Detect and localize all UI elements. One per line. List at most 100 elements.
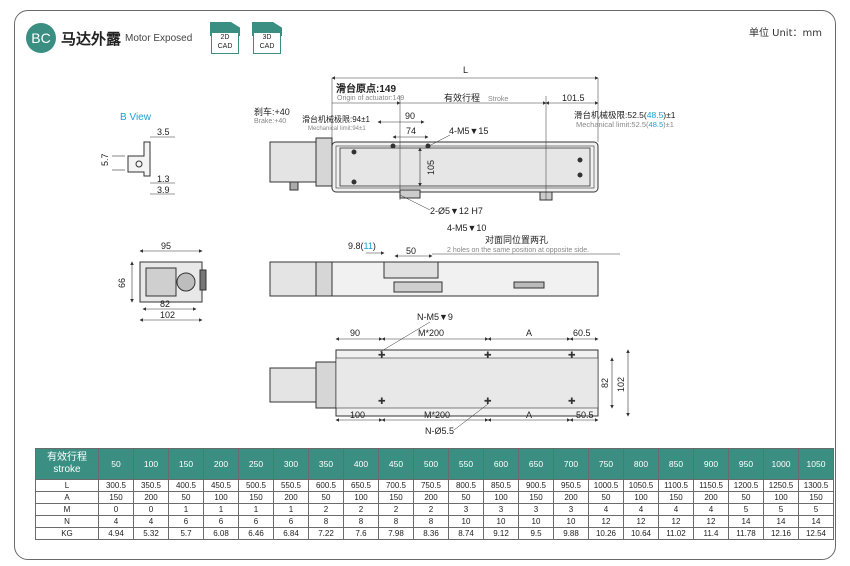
table-cell: 9.88 bbox=[553, 527, 589, 540]
stroke-header-cn: 有效行程 bbox=[47, 452, 87, 463]
table-cell: 10.26 bbox=[588, 527, 624, 540]
dim-L: L bbox=[463, 65, 468, 75]
mech-left-cn: 滑台机械极限:94±1 bbox=[302, 114, 371, 124]
table-cell: 10 bbox=[448, 515, 484, 528]
dim-11: 11 bbox=[364, 241, 373, 251]
table-cell: 4 bbox=[588, 503, 624, 516]
table-cell: 100 bbox=[623, 491, 659, 504]
table-cell: 3 bbox=[483, 503, 519, 516]
table-cell: 450.5 bbox=[203, 479, 239, 492]
table-cell: 4.94 bbox=[98, 527, 134, 540]
dim-101-5: 101.5 bbox=[562, 93, 585, 103]
stroke-cell: 650 bbox=[518, 448, 554, 480]
table-cell: 8.74 bbox=[448, 527, 484, 540]
dim-5-7: 5.7 bbox=[100, 153, 110, 166]
svg-text:✚: ✚ bbox=[484, 397, 492, 407]
page-frame bbox=[14, 10, 836, 560]
table-cell: 1000.5 bbox=[588, 479, 624, 492]
cad-3d-button[interactable]: 3D CAD bbox=[252, 22, 282, 54]
table-cell: 50 bbox=[168, 491, 204, 504]
thread-m5x10: 4-M5▼10 bbox=[447, 223, 486, 233]
table-cell: 12 bbox=[623, 515, 659, 528]
table-cell: 14 bbox=[763, 515, 799, 528]
table-cell: 2 bbox=[308, 503, 344, 516]
table-cell: 300.5 bbox=[98, 479, 134, 492]
table-cell: 12.16 bbox=[763, 527, 799, 540]
table-cell: 200 bbox=[133, 491, 169, 504]
table-cell: 550.5 bbox=[273, 479, 309, 492]
table-cell: 900.5 bbox=[518, 479, 554, 492]
table-cell: 10.64 bbox=[623, 527, 659, 540]
table-cell: 150 bbox=[98, 491, 134, 504]
table-cell: 12 bbox=[693, 515, 729, 528]
cad-3d-bottom: CAD bbox=[259, 43, 275, 50]
table-cell: 2 bbox=[343, 503, 379, 516]
stroke-cell: 850 bbox=[658, 448, 694, 480]
b-view-profile bbox=[112, 136, 175, 195]
table-cell: 150 bbox=[798, 491, 834, 504]
stroke-cell: 450 bbox=[378, 448, 414, 480]
header: BC 马达外露 Motor Exposed bbox=[26, 22, 192, 54]
table-cell: 14 bbox=[798, 515, 834, 528]
table-cell: 150 bbox=[378, 491, 414, 504]
dim-66: 66 bbox=[117, 278, 127, 288]
stroke-en: Stroke bbox=[488, 96, 508, 103]
table-cell: 7.22 bbox=[308, 527, 344, 540]
bottom-dim-m200: M*200 bbox=[424, 410, 450, 420]
table-cell: 600.5 bbox=[308, 479, 344, 492]
stroke-cell: 750 bbox=[588, 448, 624, 480]
stroke-cell: 100 bbox=[133, 448, 169, 480]
table-cell: 5.7 bbox=[168, 527, 204, 540]
stroke-cell: 950 bbox=[728, 448, 764, 480]
thread-m5x15: 4-M5▼15 bbox=[449, 126, 488, 136]
stroke-cell: 300 bbox=[273, 448, 309, 480]
table-cell: 150 bbox=[658, 491, 694, 504]
table-cell: 4 bbox=[133, 515, 169, 528]
mech-right-end: )±1 bbox=[663, 110, 675, 120]
stroke-cell: 250 bbox=[238, 448, 274, 480]
table-cell: 3 bbox=[448, 503, 484, 516]
mech-right-en: Mechanical limit:52.5( bbox=[576, 120, 649, 129]
svg-text:Mechanical limit:52.5(48.5)±1: Mechanical limit:52.5(48.5)±1 bbox=[576, 120, 674, 129]
side-dim-102: 102 bbox=[616, 377, 626, 392]
dim-105: 105 bbox=[426, 160, 436, 175]
table-cell: 50 bbox=[448, 491, 484, 504]
table-cell: 1200.5 bbox=[728, 479, 764, 492]
mech-right-blue: 48.5 bbox=[647, 110, 664, 120]
stroke-cell: 700 bbox=[553, 448, 589, 480]
row-label: L bbox=[35, 479, 99, 492]
table-cell: 50 bbox=[588, 491, 624, 504]
dim-3-5: 3.5 bbox=[157, 127, 170, 137]
table-cell: 150 bbox=[238, 491, 274, 504]
table-cell: 8 bbox=[308, 515, 344, 528]
table-cell: 6 bbox=[203, 515, 239, 528]
pin-hole: 2-Ø5▼12 H7 bbox=[430, 206, 483, 216]
table-cell: 14 bbox=[728, 515, 764, 528]
opposite-cn: 对面同位置两孔 bbox=[485, 234, 548, 245]
table-cell: 5.32 bbox=[133, 527, 169, 540]
svg-text:9.8(11): 9.8(11) bbox=[348, 241, 376, 251]
stroke-cell: 400 bbox=[343, 448, 379, 480]
svg-text:✚: ✚ bbox=[378, 397, 386, 407]
table-cell: 1050.5 bbox=[623, 479, 659, 492]
table-cell: 12 bbox=[658, 515, 694, 528]
svg-text:✚: ✚ bbox=[378, 351, 386, 361]
table-cell: 11.78 bbox=[728, 527, 764, 540]
table-cell: 1300.5 bbox=[798, 479, 834, 492]
bottom-view-actuator: ✚ ✚ ✚ ✚ ✚ ✚ bbox=[269, 321, 630, 431]
top-dim-60-5: 60.5 bbox=[573, 328, 591, 338]
series-badge: BC bbox=[26, 23, 56, 53]
svg-text:✚: ✚ bbox=[568, 397, 576, 407]
thread-nm5: N-M5▼9 bbox=[417, 312, 453, 322]
dim-95: 95 bbox=[161, 241, 171, 251]
bottom-dim-100: 100 bbox=[350, 410, 365, 420]
table-cell: 200 bbox=[413, 491, 449, 504]
cad-3d-top: 3D bbox=[262, 34, 272, 41]
table-cell: 750.5 bbox=[413, 479, 449, 492]
stroke-cn: 有效行程 bbox=[444, 92, 480, 103]
row-label: M bbox=[35, 503, 99, 516]
